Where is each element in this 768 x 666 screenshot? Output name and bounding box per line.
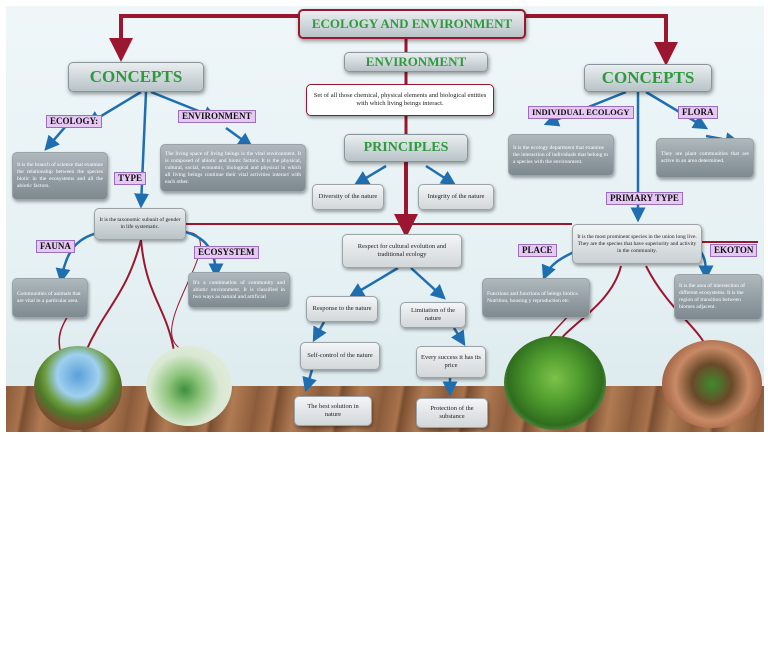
main-title: ECOLOGY AND ENVIRONMENT (298, 9, 526, 39)
chain-right-1: Limitation of the nature (400, 302, 466, 328)
place-tag: PLACE (518, 244, 557, 257)
chain-left-1: Response to the nature (306, 296, 378, 322)
environment-text: The living space of living beings is the… (160, 144, 306, 192)
individual-ecology-text: It is the ecology department that examin… (508, 134, 614, 176)
chain-left-2: Self-control of the nature (300, 342, 380, 370)
hands-plant-photo (146, 346, 232, 426)
ekoton-text: It is the area of intersection of differ… (674, 274, 762, 320)
hands-soil-photo (662, 340, 762, 428)
ekoton-tag: EKOTON (710, 244, 757, 257)
environment-tag: ENVIRONMENT (178, 110, 256, 123)
place-text: Functions and functions of beings biotic… (482, 278, 590, 318)
environment-definition: Set of all those chemical, physical elem… (306, 84, 494, 116)
fauna-tag: FAUNA (36, 240, 75, 253)
fauna-text: Communities of animals that are vital in… (12, 278, 88, 318)
chain-right-3: Protection of the substance (416, 398, 488, 428)
green-hill-photo (504, 336, 606, 430)
ecology-tag: ECOLOGY: (46, 115, 102, 128)
ecosystem-tag: ECOSYSTEM (194, 246, 259, 259)
type-tag: TYPE (114, 172, 146, 185)
environment-heading: ENVIRONMENT (344, 52, 488, 72)
primary-type-text: It is the most prominent species in the … (572, 224, 702, 264)
right-concepts-heading: CONCEPTS (584, 64, 712, 92)
primary-type-tag: PRIMARY TYPE (606, 192, 683, 205)
flora-tag: FLORA (678, 106, 718, 119)
principle-diversity: Diversity of the nature (312, 184, 384, 210)
individual-ecology-tag: INDIVIDUAL ECOLOGY (528, 106, 634, 119)
ecosystem-text: It's a combination of community and abio… (188, 272, 290, 308)
ecology-text: It is the branch of science that examine… (12, 152, 108, 200)
cultural-respect: Respect for cultural evolution and tradi… (342, 234, 462, 268)
chain-right-2: Every success it has its price (416, 346, 486, 378)
floating-island-photo (34, 346, 122, 430)
mind-map-canvas: ECOLOGY AND ENVIRONMENT ENVIRONMENT Set … (6, 6, 764, 432)
type-text: It is the taxonomic subunit of gender in… (94, 208, 186, 240)
principles-heading: PRINCIPLES (344, 134, 468, 162)
flora-text: They are plant communities that are acti… (656, 138, 754, 178)
principle-integrity: Integrity of the nature (418, 184, 494, 210)
left-concepts-heading: CONCEPTS (68, 62, 204, 92)
chain-left-3: The best solution in nature (294, 396, 372, 426)
